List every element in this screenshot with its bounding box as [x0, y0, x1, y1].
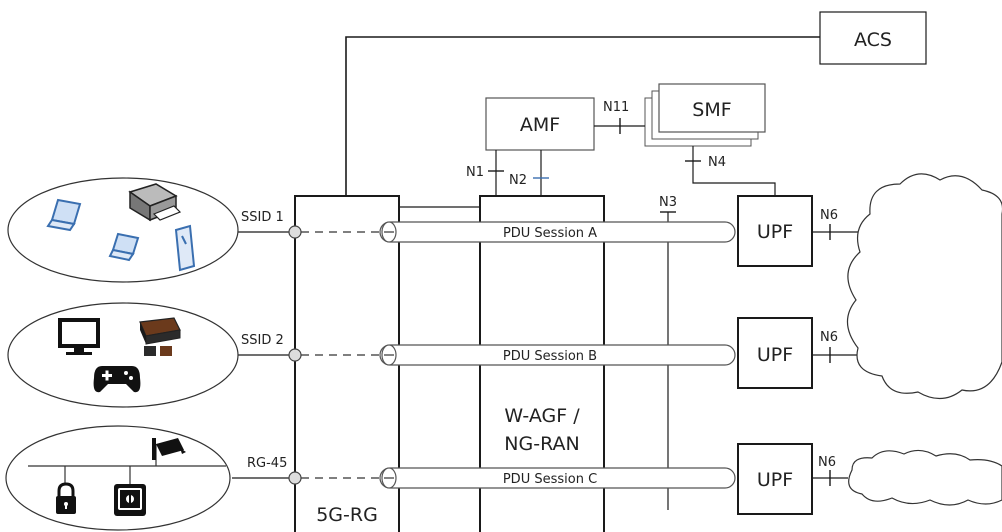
- n4-line: [692, 146, 776, 196]
- game-console-icon: [139, 317, 181, 356]
- ssid2-label: SSID 2: [241, 333, 284, 348]
- n6-a-label: N6: [820, 208, 838, 223]
- n1-label: N1: [466, 165, 484, 180]
- upf-c-label: UPF: [757, 469, 793, 491]
- upf-a-label: UPF: [757, 221, 793, 243]
- security-camera-icon: [152, 438, 186, 460]
- safe-icon: [114, 484, 146, 516]
- agf-label-line1: W-AGF /: [504, 405, 580, 427]
- tablet-icon: [174, 224, 196, 272]
- rg-internal-mapping: [288, 225, 383, 485]
- rg-label: 5G-RG: [316, 504, 378, 526]
- pdu-session-b: PDU Session B: [379, 344, 736, 366]
- agf-label-line2: NG-RAN: [504, 433, 579, 455]
- acs-label: ACS: [854, 29, 892, 51]
- n4-label: N4: [708, 155, 726, 170]
- amf-node: AMF: [485, 97, 595, 151]
- smf-node: SMF: [644, 83, 766, 147]
- pdu-session-a-label: PDU Session A: [503, 226, 597, 241]
- printer-icon: [128, 183, 182, 222]
- port-rg45: [288, 471, 302, 485]
- n6-links: N6 N6 N6: [812, 208, 870, 486]
- acs-node: ACS: [819, 11, 927, 65]
- n6-b-label: N6: [820, 330, 838, 345]
- n11-label: N11: [603, 100, 629, 115]
- port-ssid1: [288, 225, 302, 239]
- laptop-icon: [46, 198, 82, 232]
- pdu-session-c-label: PDU Session C: [503, 472, 597, 487]
- device-group-ssid2: [7, 302, 239, 408]
- lock-icon: [56, 482, 76, 514]
- upf-b-label: UPF: [757, 344, 793, 366]
- gamepad-icon: [93, 366, 141, 393]
- pdu-session-c: PDU Session C: [379, 467, 736, 489]
- n6-c-label: N6: [818, 455, 836, 470]
- acs-connection-line: [345, 36, 820, 196]
- upf-a-node: UPF: [737, 195, 813, 267]
- upf-c-node: UPF: [737, 443, 813, 515]
- device-group-rg45: [5, 425, 231, 531]
- n2-label: N2: [509, 173, 527, 188]
- rg45-label: RG-45: [247, 456, 287, 471]
- smf-label: SMF: [692, 99, 731, 121]
- laptop-icon: [108, 232, 140, 262]
- upf-b-node: UPF: [737, 317, 813, 389]
- pdu-session-b-label: PDU Session B: [503, 349, 597, 364]
- n3-label: N3: [659, 195, 677, 210]
- data-network-cloud-large: [846, 173, 1002, 400]
- amf-label: AMF: [520, 114, 560, 136]
- port-ssid2: [288, 348, 302, 362]
- ssid1-label: SSID 1: [241, 210, 284, 225]
- pdu-session-a: PDU Session A: [379, 221, 736, 243]
- tv-icon: [58, 318, 100, 355]
- device-group-ssid1: [7, 177, 239, 283]
- data-network-cloud-small: [848, 449, 1002, 506]
